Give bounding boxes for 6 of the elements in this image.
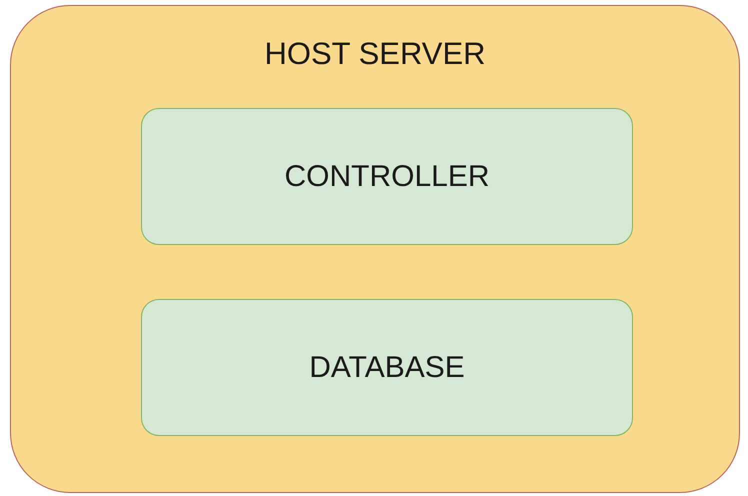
server-container (10, 5, 740, 493)
component-label: DATABASE (309, 350, 465, 384)
component-box (141, 299, 633, 436)
component-label: CONTROLLER (284, 160, 490, 194)
component-box (141, 108, 633, 245)
container-title: HOST SERVER (263, 36, 487, 72)
